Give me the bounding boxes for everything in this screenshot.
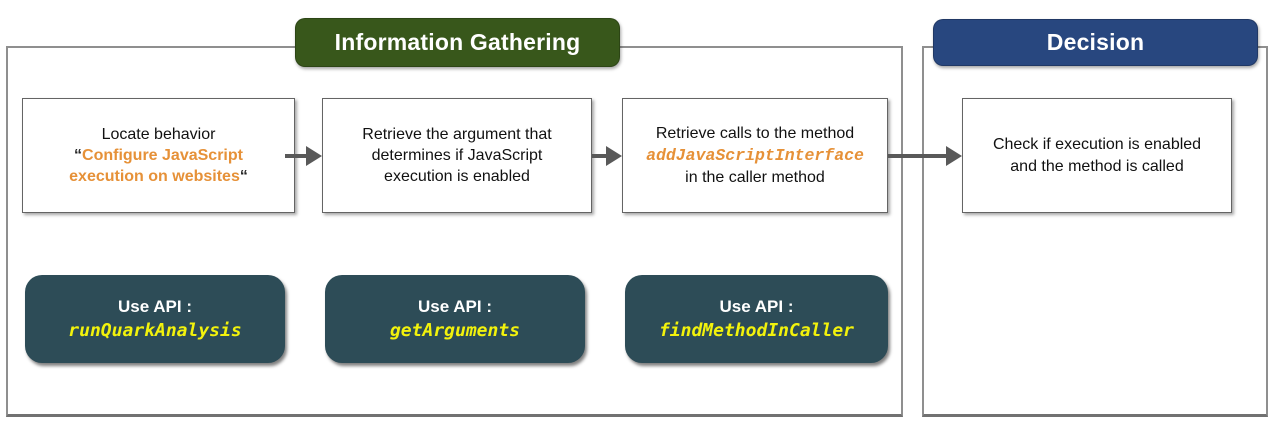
arrow-step3-step4 (888, 146, 962, 166)
api-name-runquarkanalysis: runQuarkAnalysis (68, 320, 242, 341)
arrow-head-icon (306, 146, 322, 166)
badge-information-gathering-label: Information Gathering (334, 29, 581, 55)
api-name-findmethodincaller: findMethodInCaller (658, 320, 855, 341)
step-check-execution-text: Check if execution is enabled and the me… (992, 136, 1202, 175)
step3-line1: Retrieve calls to the method (655, 124, 855, 142)
step-check-execution: Check if execution is enabled and the me… (962, 98, 1232, 213)
step3-method-name: addJavaScriptInterface (646, 145, 864, 165)
step1-line1: Locate behavior (101, 125, 216, 143)
badge-information-gathering: Information Gathering (295, 18, 620, 67)
api-box-findmethodincaller: Use API : findMethodInCaller (625, 275, 888, 363)
arrow-step2-step3 (592, 146, 622, 166)
api-box-runquarkanalysis: Use API : runQuarkAnalysis (25, 275, 285, 363)
arrow-step1-step2 (285, 146, 322, 166)
step-retrieve-calls-text: Retrieve calls to the method addJavaScri… (646, 123, 864, 189)
api-label: Use API : (117, 297, 192, 316)
arrow-head-icon (606, 146, 622, 166)
step-locate-behavior-text: Locate behavior “Configure JavaScript ex… (56, 124, 261, 187)
api-name-getarguments: getArguments (389, 320, 521, 341)
arrow-shaft (592, 154, 607, 158)
api-box-getarguments: Use API : getArguments (325, 275, 585, 363)
badge-decision-label: Decision (1046, 29, 1145, 55)
step3-line3: in the caller method (685, 169, 825, 187)
step-retrieve-argument-text: Retrieve the argument that determines if… (362, 125, 552, 186)
api-label: Use API : (719, 297, 794, 316)
arrow-shaft (285, 154, 307, 158)
step-retrieve-calls: Retrieve calls to the method addJavaScri… (622, 98, 888, 213)
api-label: Use API : (417, 297, 492, 316)
arrow-head-icon (946, 146, 962, 166)
step1-quote-open: “ (74, 146, 83, 164)
step-locate-behavior: Locate behavior “Configure JavaScript ex… (22, 98, 295, 213)
step1-quote-close: “ (239, 168, 248, 186)
arrow-shaft (888, 154, 947, 158)
step1-behavior-name: Configure JavaScript execution on websit… (69, 146, 243, 186)
step-retrieve-argument: Retrieve the argument that determines if… (322, 98, 592, 213)
badge-decision: Decision (933, 19, 1258, 66)
